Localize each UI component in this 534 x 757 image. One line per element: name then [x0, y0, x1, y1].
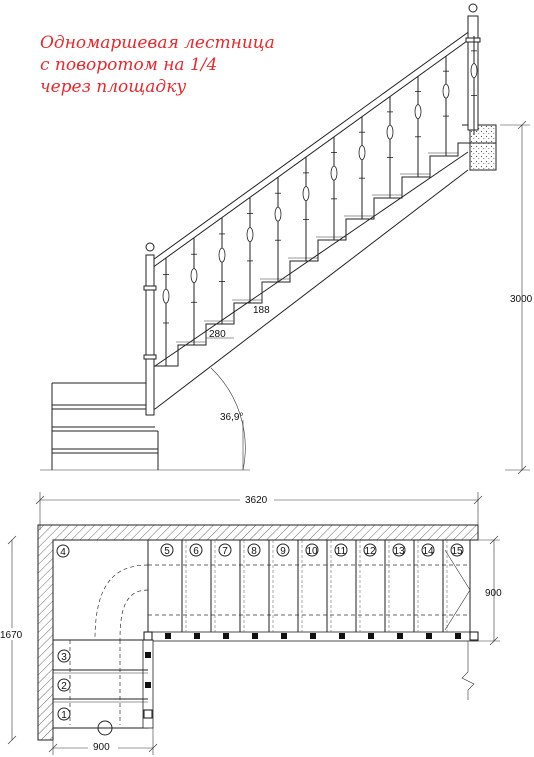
title-block: Одномаршевая лестница с поворотом на 1/4…	[40, 33, 275, 97]
upper-step-15: 15	[450, 543, 464, 557]
upper-step-5: 5	[160, 543, 174, 557]
landing-area: 4	[52, 539, 149, 641]
tread-depth-label: 280	[209, 329, 226, 340]
step-number: 12	[364, 546, 376, 557]
total-height-label: 3000	[510, 294, 533, 305]
baluster	[302, 157, 310, 261]
riser-height-label: 188	[253, 305, 270, 316]
walking-line	[69, 564, 470, 736]
baluster-post	[310, 633, 316, 639]
title-line-2: с поворотом на 1/4	[40, 55, 217, 75]
upper-floor-slab	[462, 124, 497, 171]
step-number: 10	[306, 546, 318, 557]
baluster-post	[194, 633, 200, 639]
landing-block	[40, 382, 250, 471]
step-number: 7	[222, 546, 228, 557]
length-dimension: 3620	[35, 492, 483, 530]
baluster-post	[339, 633, 345, 639]
svg-text:2: 2	[61, 681, 67, 692]
baluster-post	[252, 633, 258, 639]
newel-post-bottom	[143, 242, 157, 416]
baluster-post	[455, 633, 461, 639]
baluster-post	[368, 633, 374, 639]
corner-post-plan	[143, 631, 153, 641]
baluster	[274, 177, 282, 282]
angle-dimension: 36,9°	[210, 367, 246, 471]
height-dimension: 3000	[500, 120, 533, 475]
title-line-3: через площадку	[40, 77, 186, 97]
upper-step-12: 12	[363, 543, 377, 557]
baluster	[190, 238, 198, 345]
baluster	[218, 218, 226, 324]
lower-flight: 3 2 1	[52, 631, 479, 729]
step-number: 5	[164, 546, 170, 557]
baluster-post	[426, 633, 432, 639]
step-number: 13	[393, 546, 405, 557]
baluster-post	[145, 682, 151, 688]
baluster	[470, 36, 478, 135]
stair-treads	[150, 142, 470, 367]
baluster-post	[165, 633, 171, 639]
width-dimension: 1670	[0, 535, 24, 745]
riser-dimension: 188	[253, 282, 270, 316]
elevation-view: 280 188 36,9° 3000	[40, 3, 533, 475]
tread-dimension: 280	[206, 329, 234, 340]
upper-step-9: 9	[276, 543, 290, 557]
break-line	[461, 641, 475, 700]
lower-step-2: 2	[57, 678, 71, 692]
title-line-1: Одномаршевая лестница	[40, 33, 275, 53]
step-number: 8	[251, 546, 257, 557]
upper-step-14: 14	[421, 543, 435, 557]
newel-post-plan	[143, 709, 153, 719]
stair-angle-label: 36,9°	[220, 412, 243, 423]
baluster-post	[397, 633, 403, 639]
landing-width-dimension: 900	[48, 728, 158, 755]
baluster	[442, 56, 450, 156]
baluster	[414, 76, 422, 177]
lower-step-3: 3	[57, 649, 71, 663]
step-number: 6	[193, 546, 199, 557]
svg-text:3: 3	[61, 652, 67, 663]
upper-step-11: 11	[334, 543, 348, 557]
svg-text:1: 1	[61, 710, 67, 721]
end-post-plan	[469, 631, 479, 641]
upper-step-13: 13	[392, 543, 406, 557]
step-number: 14	[422, 546, 434, 557]
baluster-post	[145, 652, 151, 658]
baluster	[386, 96, 394, 198]
total-length-label: 3620	[245, 495, 268, 506]
step-number: 11	[336, 546, 347, 557]
landing-number: 4	[60, 547, 66, 558]
baluster	[358, 116, 366, 219]
step-number: 15	[451, 546, 463, 557]
upper-flight: 5 6 7 8 9 10 11 12 13 14 15	[147, 539, 479, 642]
total-width-label: 1670	[0, 630, 23, 641]
flight-width-dimension: 900	[478, 535, 502, 646]
balusters	[162, 36, 478, 366]
baluster	[330, 137, 338, 240]
landing-width-label: 900	[93, 742, 110, 753]
upper-step-6: 6	[189, 543, 203, 557]
handrail	[149, 27, 475, 269]
lower-step-1: 1	[57, 707, 71, 721]
upper-step-7: 7	[218, 543, 232, 557]
baluster	[162, 258, 170, 366]
step-number: 9	[280, 546, 286, 557]
baluster	[246, 197, 254, 303]
upper-step-10: 10	[305, 543, 319, 557]
plan-view: 3620 1670 4	[0, 492, 502, 755]
baluster-post	[223, 633, 229, 639]
stringer	[154, 151, 469, 410]
upper-step-8: 8	[247, 543, 261, 557]
baluster-posts-upper	[165, 633, 461, 639]
upper-steps: 5 6 7 8 9 10 11 12 13 14 15	[160, 543, 464, 557]
baluster-post	[281, 633, 287, 639]
flight-width-label: 900	[485, 588, 502, 599]
